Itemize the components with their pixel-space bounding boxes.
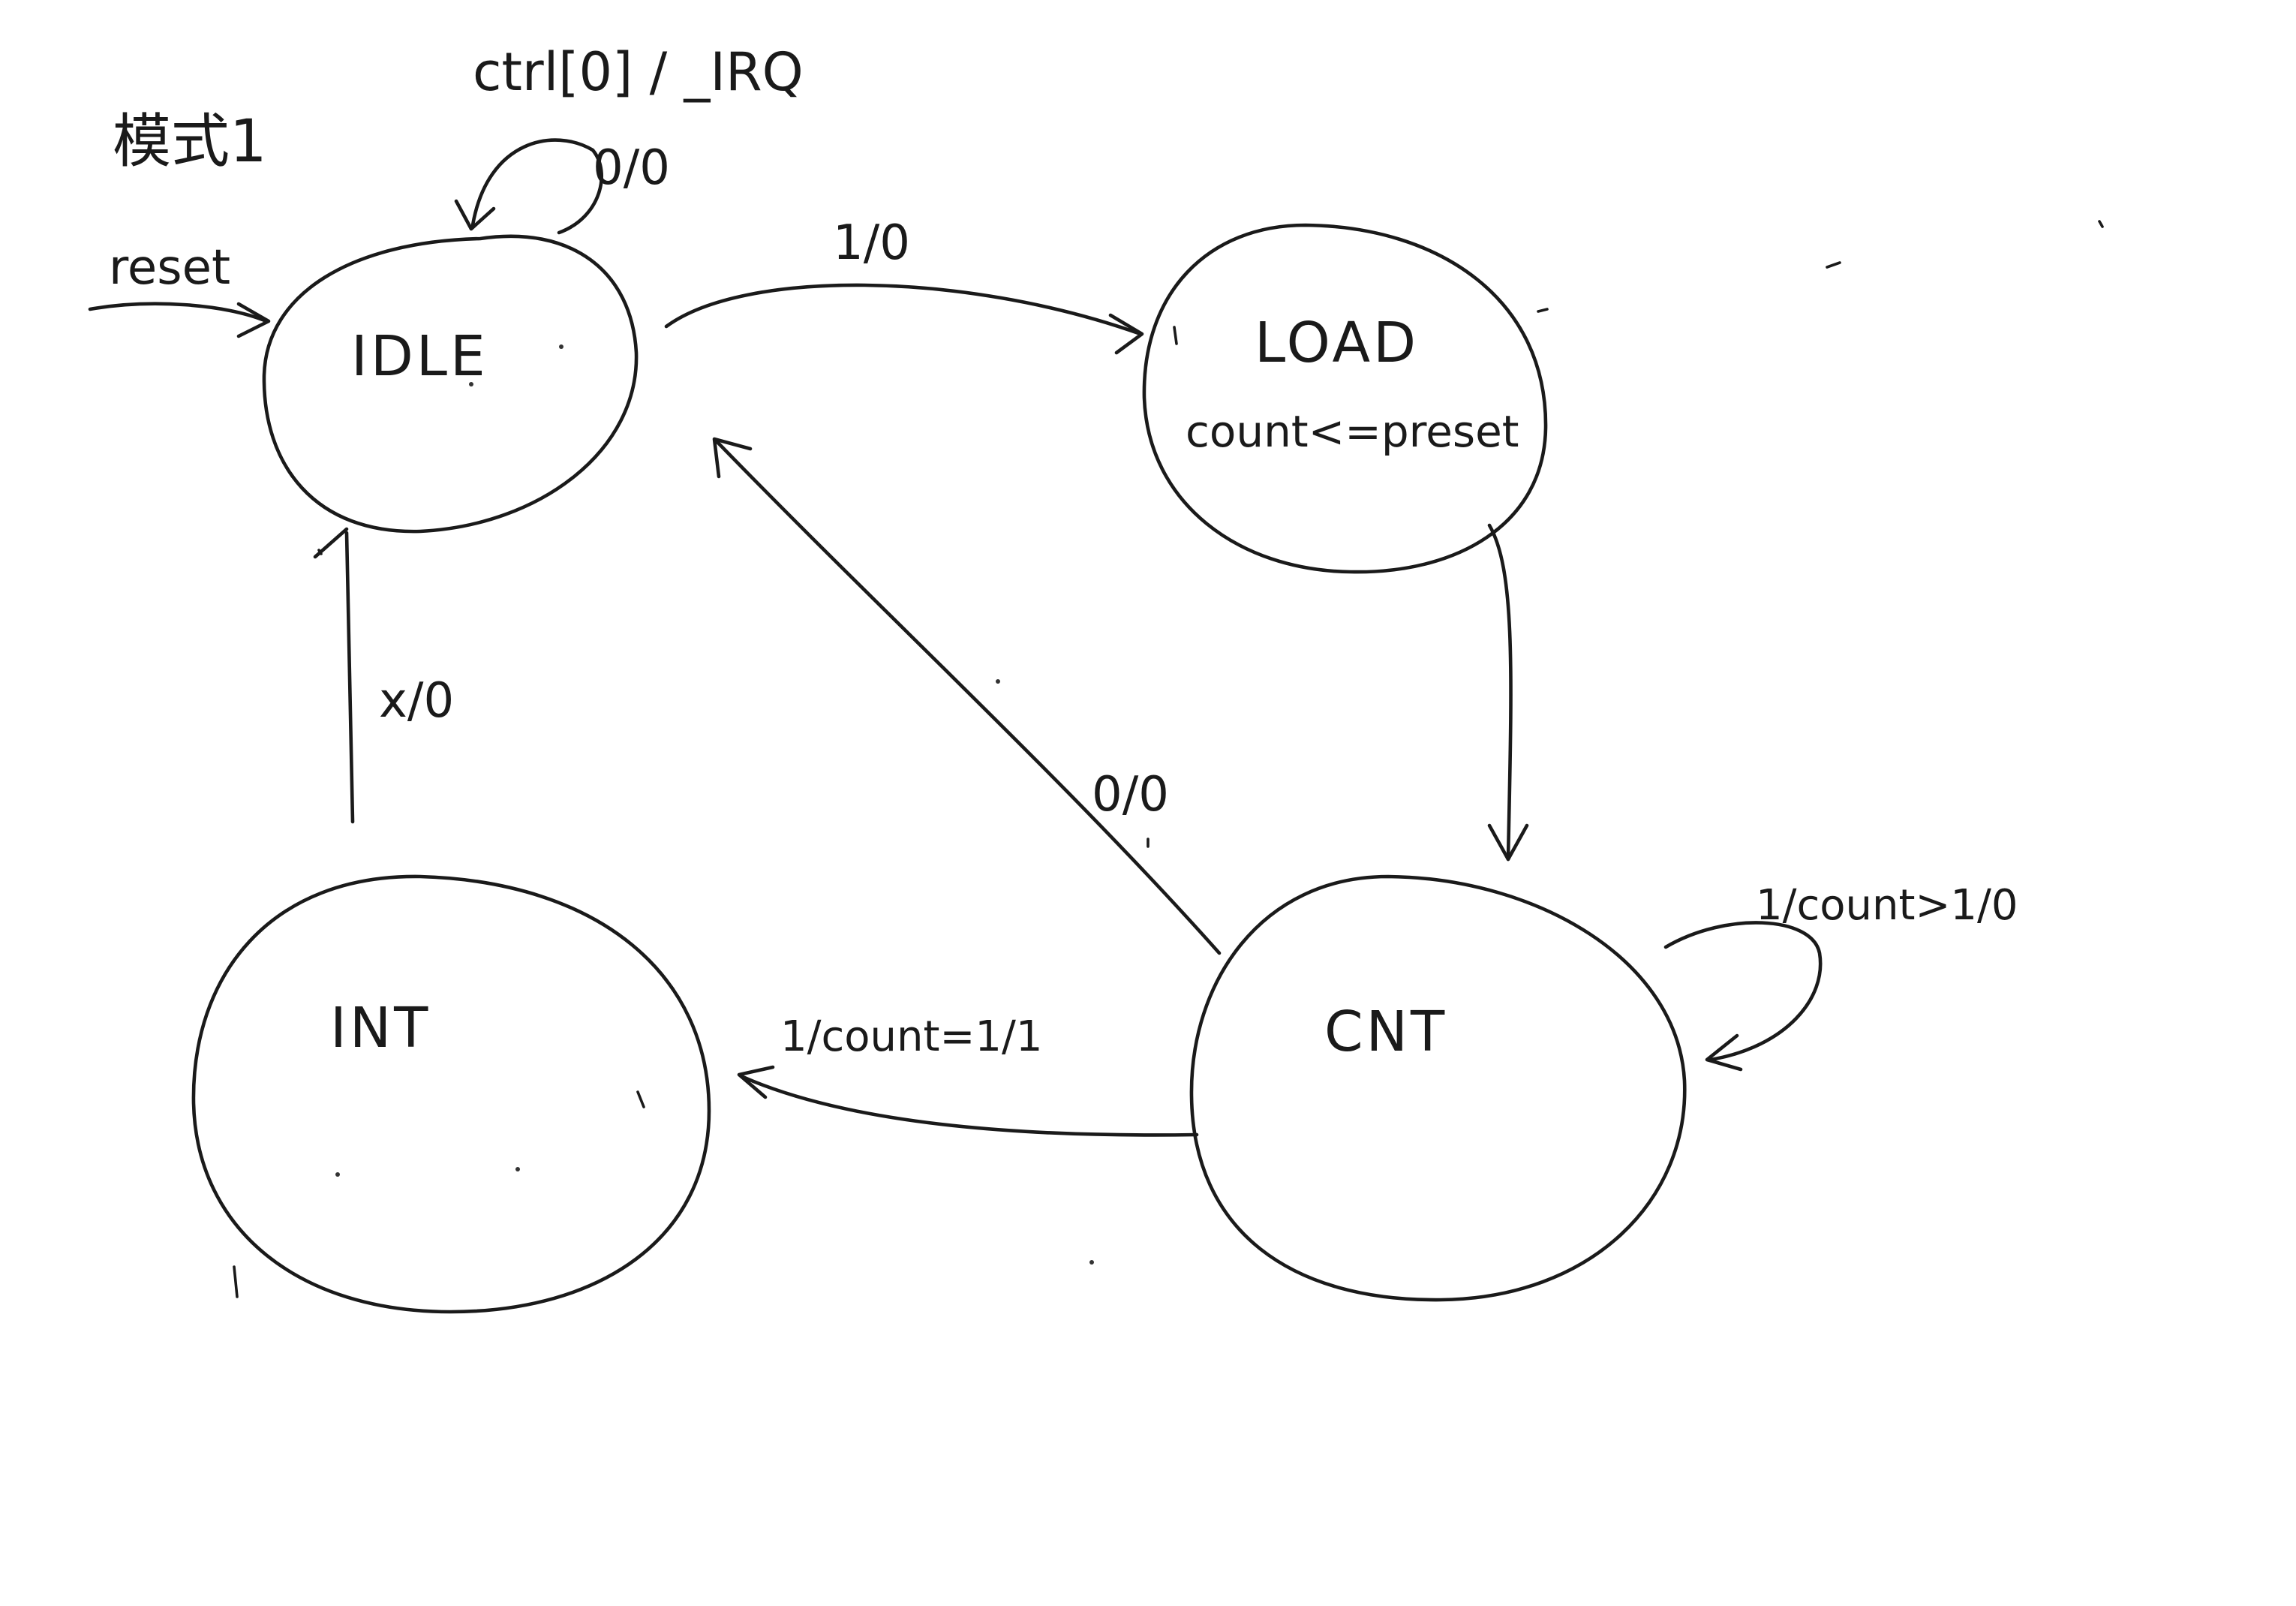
- transition-idle-to-load: 1/0: [664, 215, 1144, 355]
- state-cnt-name: CNT: [1324, 1000, 1447, 1064]
- pen-marks: [233, 220, 2104, 1298]
- state-int-name: INT: [330, 996, 431, 1060]
- output-header-label: ctrl[0] / _IRQ: [473, 41, 804, 103]
- transition-idle-self-label: 0/0: [593, 140, 670, 196]
- state-idle-name: IDLE: [351, 324, 488, 389]
- transition-int-to-idle: x/0: [313, 527, 454, 824]
- transition-cnt-to-idle-label: 0/0: [1092, 767, 1169, 823]
- state-idle: IDLE: [262, 234, 639, 534]
- state-cnt: CNT: [1189, 874, 1687, 1302]
- transition-idle-to-load-label: 1/0: [833, 215, 910, 271]
- transition-reset: reset: [88, 240, 271, 338]
- state-load: LOAD count<=preset: [1142, 223, 1548, 574]
- state-load-name: LOAD: [1255, 311, 1419, 375]
- transition-cnt-self: 1/count>1/0: [1663, 881, 2018, 1072]
- transition-reset-label: reset: [109, 240, 230, 296]
- transition-int-to-idle-label: x/0: [379, 673, 454, 729]
- transition-load-to-cnt: [1487, 523, 1529, 862]
- mode-title: 模式1: [113, 108, 267, 176]
- transition-cnt-to-int-label: 1/count=1/1: [780, 1012, 1043, 1061]
- state-cnt-circle: [1189, 874, 1687, 1302]
- state-load-action: count<=preset: [1186, 406, 1519, 457]
- state-load-circle: [1142, 223, 1548, 574]
- state-idle-circle: [262, 234, 639, 534]
- transition-cnt-to-idle: 0/0: [712, 437, 1222, 955]
- state-int: INT: [191, 874, 711, 1314]
- state-int-circle: [191, 874, 711, 1314]
- transition-idle-self: 0/0: [454, 138, 670, 235]
- transition-cnt-self-label: 1/count>1/0: [1756, 881, 2018, 930]
- transition-cnt-to-int: 1/count=1/1: [737, 1012, 1199, 1137]
